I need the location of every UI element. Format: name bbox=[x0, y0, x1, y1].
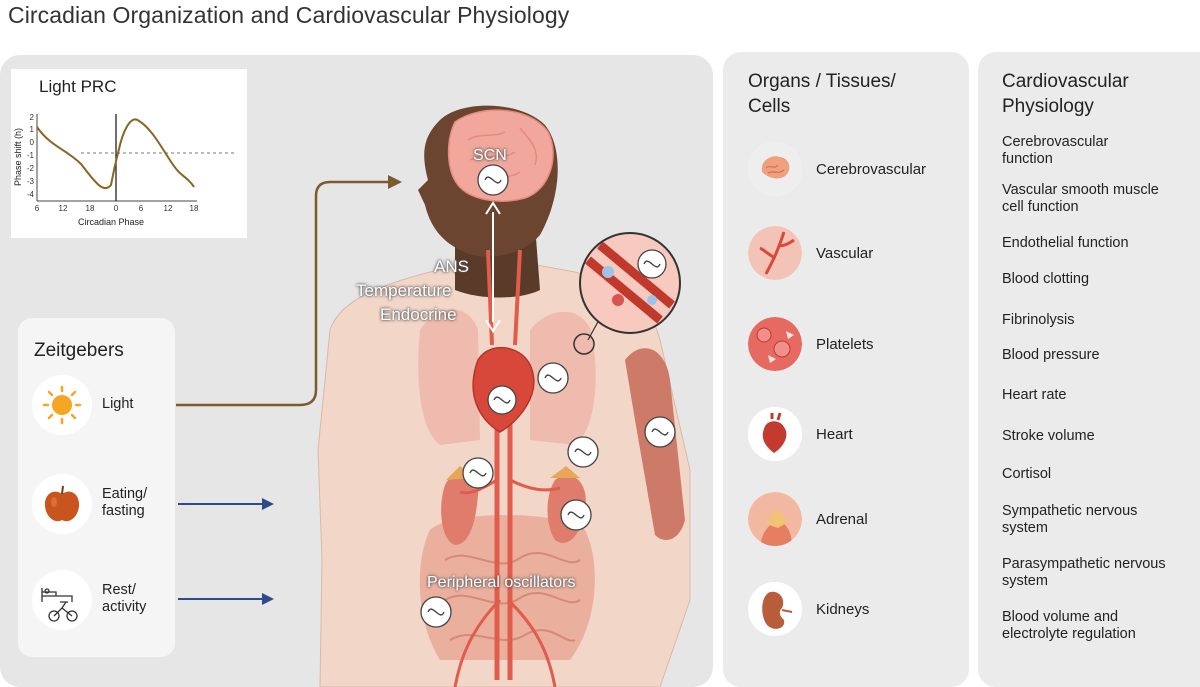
prc-xlabel: Circadian Phase bbox=[78, 217, 144, 227]
physiology-item: Heart rate bbox=[1002, 387, 1067, 403]
organ-row-adrenal: Adrenal bbox=[748, 491, 868, 547]
zeitgebers-panel: Zeitgebers Light Eating/ fasting bbox=[18, 318, 175, 657]
prc-plot: 2 1 0 -1 -2 -3 -4 6 12 18 0 6 12 18 Circ… bbox=[13, 113, 237, 227]
physiology-item: Cortisol bbox=[1002, 466, 1052, 482]
organ-row-kidneys: Kidneys bbox=[748, 581, 869, 637]
endocrine-label: Endocrine bbox=[380, 305, 457, 324]
body-illustration bbox=[176, 105, 691, 687]
organ-label: Heart bbox=[816, 425, 853, 443]
intestines bbox=[419, 515, 595, 660]
bed-bicycle-icon bbox=[32, 570, 92, 630]
kidney-icon bbox=[748, 582, 802, 636]
platelets-icon bbox=[748, 317, 802, 371]
prc-xtick: 12 bbox=[164, 204, 173, 213]
prc-xtick: 6 bbox=[35, 204, 40, 213]
organ-label: Kidneys bbox=[816, 600, 870, 618]
magnifier-origin bbox=[573, 333, 595, 355]
oscillator-waves bbox=[427, 176, 669, 616]
prc-xtick: 18 bbox=[86, 204, 95, 213]
prc-x-ticks: 6 12 18 0 6 12 18 bbox=[35, 204, 199, 213]
magnified-vessel bbox=[579, 232, 681, 334]
organ-row-platelets: Platelets bbox=[748, 316, 874, 372]
light-arrow bbox=[176, 180, 392, 407]
prc-ytick: -1 bbox=[27, 151, 35, 160]
prc-curve bbox=[36, 118, 195, 190]
prc-y-ticks: 2 1 0 -1 -2 -3 -4 bbox=[27, 113, 35, 199]
peripheral-oscillators-label: Peripheral oscillators bbox=[427, 574, 576, 591]
eating-arrowhead bbox=[262, 498, 274, 510]
ans-label: ANS bbox=[434, 257, 469, 276]
physiology-heading: Cardiovascular Physiology bbox=[1002, 71, 1129, 117]
zeitgeber-rest-label: Rest/ activity bbox=[102, 582, 147, 615]
temperature-label: Temperature bbox=[356, 281, 452, 300]
prc-title: Light PRC bbox=[39, 77, 117, 96]
left-kidney bbox=[441, 472, 479, 545]
vessel-icon bbox=[748, 226, 802, 280]
organ-label: Platelets bbox=[816, 335, 874, 353]
physiology-item: Fibrinolysis bbox=[1002, 312, 1075, 328]
physiology-panel: Cardiovascular Physiology Cerebrovascula… bbox=[978, 52, 1200, 687]
prc-ytick: -3 bbox=[27, 177, 35, 186]
prc-ytick: 2 bbox=[30, 113, 35, 122]
prc-ytick: -4 bbox=[27, 190, 35, 199]
organs-heading: Organs / Tissues/ Cells bbox=[748, 71, 896, 117]
apple-icon bbox=[32, 474, 92, 534]
sun-icon bbox=[32, 375, 92, 435]
platelet-cell bbox=[602, 266, 614, 278]
rest-arrowhead bbox=[262, 593, 274, 605]
organ-label: Adrenal bbox=[816, 510, 868, 528]
organ-label: Vascular bbox=[816, 244, 874, 262]
intestine-loops bbox=[444, 552, 581, 642]
left-lung bbox=[418, 309, 480, 445]
prc-xtick: 0 bbox=[114, 204, 119, 213]
physiology-item: Blood pressure bbox=[1002, 347, 1100, 363]
light-arrowhead bbox=[388, 175, 402, 189]
platelet-cell-2 bbox=[647, 295, 657, 305]
prc-ytick: -2 bbox=[27, 164, 35, 173]
organ-row-vascular: Vascular bbox=[748, 225, 873, 281]
brain-icon bbox=[748, 142, 802, 196]
scn-label: SCN bbox=[473, 147, 507, 164]
zeitgeber-eating-label: Eating/ fasting bbox=[102, 486, 148, 519]
zeitgeber-light-label: Light bbox=[102, 396, 134, 412]
physiology-item: Blood clotting bbox=[1002, 271, 1090, 287]
physiology-item: Endothelial function bbox=[1002, 235, 1129, 251]
physiology-item: Stroke volume bbox=[1002, 428, 1095, 444]
scn-arrow-down bbox=[485, 319, 501, 333]
organs-panel: Organs / Tissues/ Cells Cerebrovascular … bbox=[723, 52, 969, 687]
organ-row-heart: Heart bbox=[748, 406, 853, 462]
organ-label: Cerebrovascular bbox=[816, 160, 927, 178]
prc-ylabel: Phase shift (h) bbox=[13, 128, 23, 186]
organ-row-cerebrovascular: Cerebrovascular bbox=[748, 141, 926, 197]
red-cell bbox=[612, 294, 624, 306]
magnified-vessel-wall bbox=[585, 241, 675, 324]
brain-folds bbox=[467, 127, 537, 181]
prc-xtick: 12 bbox=[59, 204, 68, 213]
heart-icon bbox=[748, 407, 802, 461]
light-prc-chart: Light PRC 2 1 0 -1 -2 -3 -4 6 12 18 0 6 … bbox=[11, 69, 247, 238]
adrenal-icon bbox=[748, 492, 802, 546]
vessel-branches bbox=[453, 478, 561, 687]
prc-xtick: 18 bbox=[190, 204, 199, 213]
scn-arrow-up bbox=[485, 201, 501, 215]
prc-ytick: 0 bbox=[30, 138, 35, 147]
page-title: Circadian Organization and Cardiovascula… bbox=[8, 2, 570, 28]
prc-xtick: 6 bbox=[139, 204, 144, 213]
right-adrenal bbox=[550, 466, 580, 478]
brain bbox=[447, 109, 554, 202]
zeitgebers-title: Zeitgebers bbox=[34, 340, 124, 361]
prc-ytick: 1 bbox=[30, 125, 35, 134]
